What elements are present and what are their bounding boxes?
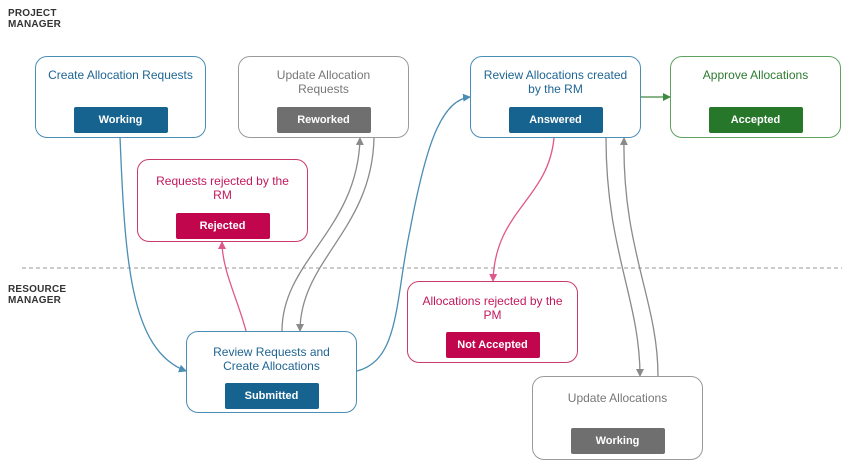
status-badge-working: Working: [570, 428, 665, 454]
status-badge-accepted: Accepted: [708, 107, 803, 133]
node-update-allocations[interactable]: Update Allocations Working: [532, 376, 703, 460]
node-title: Allocations rejected by the PM: [422, 294, 563, 322]
arrow-review-allocations-to-update-allocations: [605, 137, 644, 377]
lane-label-project-manager: PROJECT MANAGER: [8, 8, 62, 30]
node-title: Create Allocation Requests: [48, 68, 193, 82]
arrow-review-requests-to-update-requests: [281, 137, 364, 332]
status-badge-rejected: Rejected: [175, 213, 270, 239]
status-badge-reworked: Reworked: [276, 107, 371, 133]
node-title: Requests rejected by the RM: [156, 174, 289, 202]
arrow-update-allocations-to-review-allocations: [619, 137, 659, 377]
arrow-review-allocations-to-not-accepted: [489, 137, 555, 282]
node-title: Update Allocations: [567, 391, 668, 405]
node-title: Approve Allocations: [702, 68, 809, 82]
arrow-review-requests-to-review-allocations: [356, 93, 471, 372]
node-title: Update Allocation Requests: [276, 68, 371, 96]
node-title: Review Allocations created by the RM: [483, 68, 628, 96]
node-requests-rejected[interactable]: Requests rejected by the RM Rejected: [137, 159, 308, 242]
node-create-allocation-requests[interactable]: Create Allocation Requests Working: [35, 56, 206, 138]
lane-label-resource-manager: RESOURCE MANAGER: [8, 284, 67, 306]
status-badge-answered: Answered: [508, 107, 603, 133]
status-badge-working: Working: [73, 107, 168, 133]
node-review-requests-create-allocations[interactable]: Review Requests and Create Allocations S…: [186, 331, 357, 413]
node-approve-allocations[interactable]: Approve Allocations Accepted: [670, 56, 841, 138]
node-review-allocations[interactable]: Review Allocations created by the RM Ans…: [470, 56, 641, 138]
arrow-update-requests-to-review-requests: [296, 137, 375, 332]
node-title: Review Requests and Create Allocations: [213, 345, 330, 373]
node-update-allocation-requests[interactable]: Update Allocation Requests Reworked: [238, 56, 409, 138]
status-badge-not-accepted: Not Accepted: [445, 332, 540, 358]
node-allocations-rejected[interactable]: Allocations rejected by the PM Not Accep…: [407, 281, 578, 363]
arrow-create-to-review-requests: [119, 136, 187, 373]
arrow-review-requests-to-rejected: [218, 241, 247, 332]
status-badge-submitted: Submitted: [224, 383, 319, 409]
